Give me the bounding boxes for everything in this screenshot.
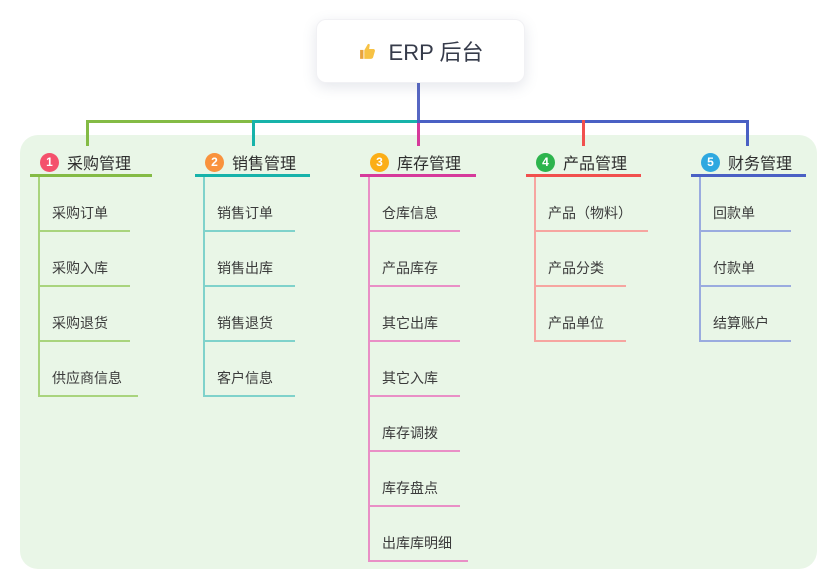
- child-node[interactable]: 其它入库: [368, 342, 460, 397]
- child-node-label: 产品（物料）: [548, 205, 632, 221]
- child-node-label: 其它出库: [382, 315, 438, 331]
- child-node[interactable]: 销售退货: [203, 287, 295, 342]
- branch-header[interactable]: 2 销售管理: [195, 150, 310, 177]
- child-node-label: 库存盘点: [382, 480, 438, 496]
- trunk-segment-green: [86, 120, 254, 123]
- trunk-drop-line: [582, 120, 585, 146]
- child-node[interactable]: 回款单: [699, 177, 791, 232]
- branch-spine-line: [38, 177, 40, 397]
- child-node-label: 供应商信息: [52, 370, 122, 386]
- branch-spine-line: [203, 177, 205, 397]
- branch-label: 采购管理: [67, 156, 132, 173]
- child-node[interactable]: 产品分类: [534, 232, 626, 287]
- branch-label: 财务管理: [728, 156, 793, 173]
- child-node[interactable]: 销售出库: [203, 232, 295, 287]
- trunk-drop-line: [746, 120, 749, 146]
- branch-header[interactable]: 3 库存管理: [360, 150, 476, 177]
- branch-label: 销售管理: [232, 156, 297, 173]
- child-node-label: 其它入库: [382, 370, 438, 386]
- child-node[interactable]: 供应商信息: [38, 342, 138, 397]
- branch-children: 产品（物料） 产品分类产品单位: [534, 177, 648, 342]
- root-node-title: ERP 后台: [388, 40, 484, 65]
- branch-children: 采购订单采购入库采购退货供应商信息: [38, 177, 152, 397]
- child-node-label: 库存调拨: [382, 425, 438, 441]
- branch-4: 4 产品管理产品（物料） 产品分类产品单位: [526, 150, 648, 342]
- child-node-label: 客户信息: [217, 370, 273, 386]
- child-node-label: 付款单: [713, 260, 755, 276]
- child-node-label: 产品分类: [548, 260, 604, 276]
- child-node[interactable]: 其它出库: [368, 287, 460, 342]
- trunk-segment-teal: [252, 120, 418, 123]
- root-node[interactable]: ERP 后台: [316, 19, 525, 83]
- child-node[interactable]: 付款单: [699, 232, 791, 287]
- child-node-label: 销售退货: [217, 315, 273, 331]
- branch-spine-line: [699, 177, 701, 342]
- trunk-drop-line: [417, 123, 420, 146]
- branch-header[interactable]: 4 产品管理: [526, 150, 641, 177]
- child-node[interactable]: 客户信息: [203, 342, 295, 397]
- branch-children: 销售订单销售出库销售退货客户信息: [203, 177, 310, 397]
- child-node[interactable]: 库存调拨: [368, 397, 460, 452]
- branch-number-badge: 5: [701, 152, 720, 172]
- branch-children: 仓库信息产品库存其它出库其它入库库存调拨库存盘点出库库明细: [368, 177, 476, 562]
- child-node-label: 产品单位: [548, 315, 604, 331]
- branch-number-badge: 2: [205, 152, 224, 172]
- child-node-label: 产品库存: [382, 260, 438, 276]
- branch-header[interactable]: 1 采购管理: [30, 150, 152, 177]
- child-node[interactable]: 产品（物料）: [534, 177, 648, 232]
- child-node[interactable]: 采购退货: [38, 287, 130, 342]
- child-node[interactable]: 产品库存: [368, 232, 460, 287]
- branch-5: 5 财务管理回款单付款单结算账户: [691, 150, 806, 342]
- child-node-label: 仓库信息: [382, 205, 438, 221]
- child-node-label: 采购退货: [52, 315, 108, 331]
- child-node-label: 销售出库: [217, 260, 273, 276]
- child-node[interactable]: 销售订单: [203, 177, 295, 232]
- branch-header[interactable]: 5 财务管理: [691, 150, 806, 177]
- child-node[interactable]: 库存盘点: [368, 452, 460, 507]
- child-node-label: 采购订单: [52, 205, 108, 221]
- branch-label: 产品管理: [563, 156, 628, 173]
- child-node-label: 采购入库: [52, 260, 108, 276]
- branch-number-badge: 3: [370, 152, 389, 172]
- child-node-label: 回款单: [713, 205, 755, 221]
- child-node[interactable]: 采购入库: [38, 232, 130, 287]
- branch-1: 1 采购管理采购订单采购入库采购退货供应商信息: [30, 150, 152, 397]
- child-node-label: 结算账户: [713, 315, 769, 331]
- branch-3: 3 库存管理仓库信息产品库存其它出库其它入库库存调拨库存盘点出库库明细: [360, 150, 476, 562]
- branches-panel: [20, 135, 817, 569]
- child-node[interactable]: 采购订单: [38, 177, 130, 232]
- child-node[interactable]: 仓库信息: [368, 177, 460, 232]
- branch-spine-line: [534, 177, 536, 342]
- child-node-label: 出库库明细: [382, 535, 452, 551]
- root-connector-line: [417, 81, 420, 125]
- branch-number-badge: 1: [40, 152, 59, 172]
- child-node[interactable]: 产品单位: [534, 287, 626, 342]
- thumbs-up-icon: [358, 41, 379, 62]
- child-node[interactable]: 结算账户: [699, 287, 791, 342]
- branch-number-badge: 4: [536, 152, 555, 172]
- branch-children: 回款单付款单结算账户: [699, 177, 806, 342]
- branch-label: 库存管理: [397, 156, 462, 173]
- branch-2: 2 销售管理销售订单销售出库销售退货客户信息: [195, 150, 310, 397]
- trunk-drop-line: [86, 120, 89, 146]
- child-node[interactable]: 出库库明细: [368, 507, 468, 562]
- branch-spine-line: [368, 177, 370, 562]
- child-node-label: 销售订单: [217, 205, 273, 221]
- trunk-drop-line: [252, 120, 255, 146]
